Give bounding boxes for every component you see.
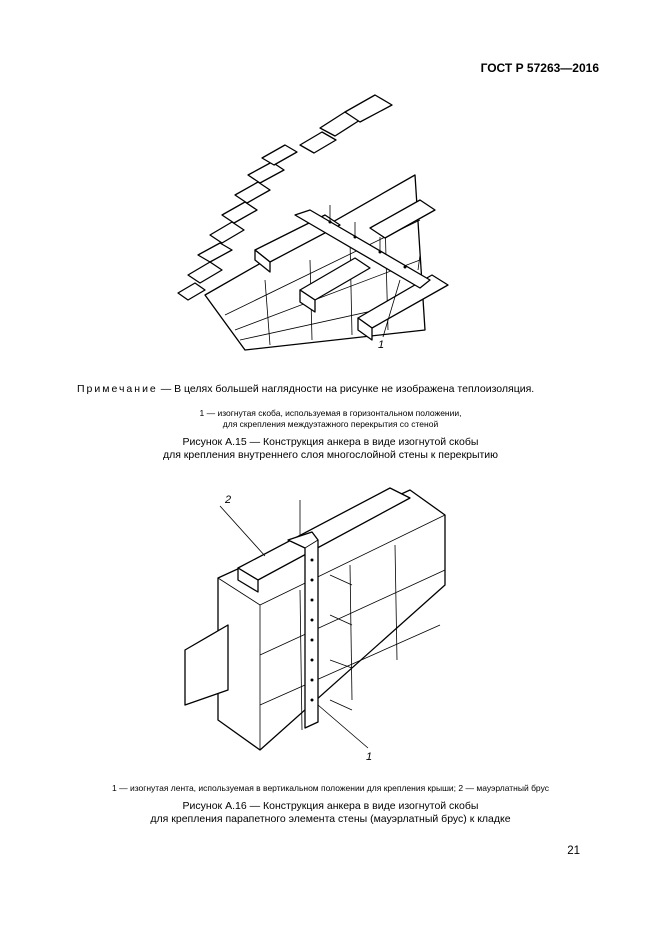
bent-bracket-anchor [294, 205, 431, 289]
fig15-legend-line2: для скрепления междуэтажного перекрытия … [222, 419, 439, 429]
wall-plate-beam [237, 487, 411, 593]
callout-2: 2 [224, 494, 231, 506]
note-text: — В целях большей наглядности на рисунке… [157, 383, 535, 395]
floor-beams [254, 199, 449, 341]
bent-strip-anchor [287, 500, 353, 729]
note-label: Примечание [77, 383, 158, 395]
callout-1: 1 [378, 339, 384, 351]
fig15-caption-line1: Рисунок А.15 — Конструкция анкера в виде… [182, 436, 479, 448]
callout-leader-2 [219, 505, 266, 557]
fig16-caption-line1: Рисунок А.16 — Конструкция анкера в виде… [182, 800, 479, 812]
fig16-legend: 1 — изогнутая лента, используемая в верт… [112, 783, 549, 793]
standard-header: ГОСТ Р 57263—2016 [480, 61, 599, 75]
callout-leader-1 [382, 279, 401, 338]
fig16-caption-line2: для крепления парапетного элемента стены… [150, 813, 511, 825]
callout-leader-1b [317, 704, 369, 749]
page-number: 21 [567, 845, 580, 857]
brick-wall-left [177, 94, 426, 351]
fig15-legend-line1: 1 — изогнутая скоба, используемая в гори… [199, 408, 462, 418]
callout-1b: 1 [366, 751, 372, 763]
figure-note: Примечание — В целях большей наглядности… [77, 383, 534, 395]
fig15-caption-line2: для крепления внутреннего слоя многослой… [162, 449, 499, 461]
